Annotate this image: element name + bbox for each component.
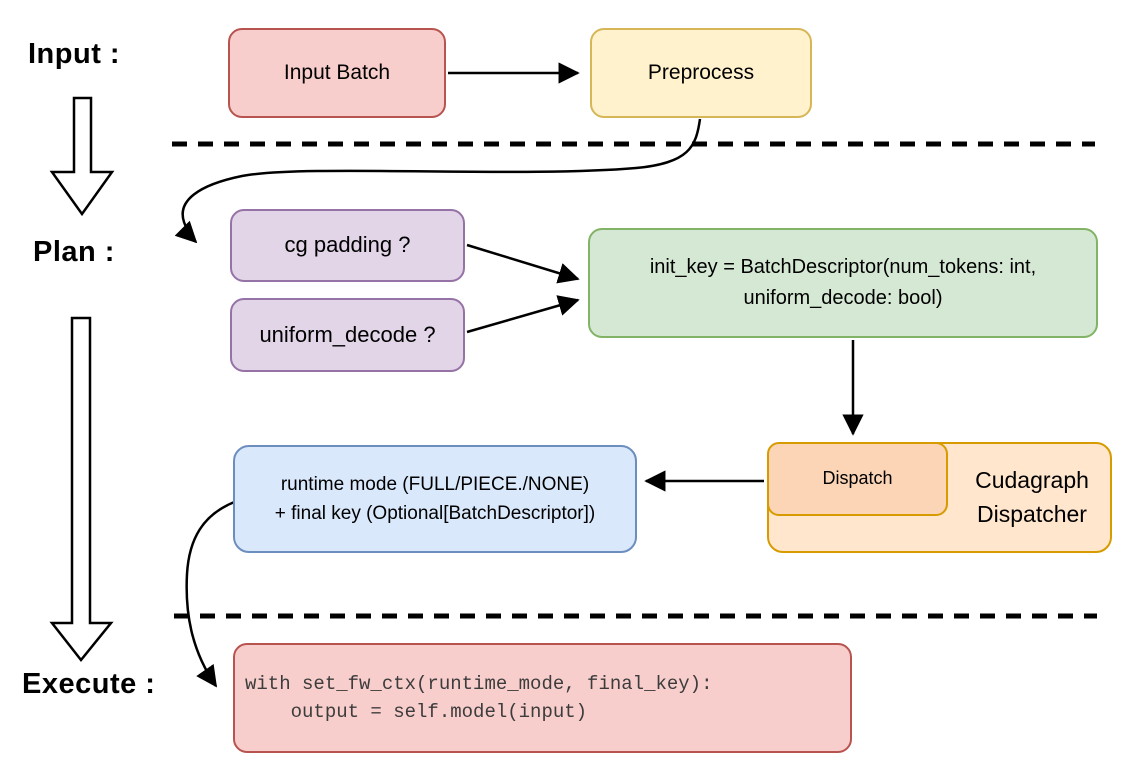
node-execute-code-line2: output = self.model(input)	[245, 701, 588, 723]
node-cudagraph-dispatcher-line2: Dispatcher	[977, 500, 1087, 527]
node-preprocess-label: Preprocess	[647, 60, 755, 84]
node-runtime-mode-line1: runtime mode (FULL/PIECE./NONE)	[280, 473, 590, 495]
node-uniform-decode: uniform_decode ?	[230, 298, 465, 372]
arrow-uniform-decode-to-init-key	[466, 295, 580, 334]
input-to-plan-arrow	[49, 96, 115, 217]
arrow-cg-padding-to-init-key	[466, 243, 580, 284]
curve-runtime-mode-to-execute-code	[185, 499, 238, 688]
node-input-batch-label: Input Batch	[283, 60, 391, 84]
node-execute-code: with set_fw_ctx(runtime_mode, final_key)…	[233, 643, 852, 753]
node-preprocess: Preprocess	[590, 28, 812, 118]
stage-label-plan: Plan :	[33, 236, 115, 268]
node-init-key: init_key = BatchDescriptor(num_tokens: i…	[588, 228, 1098, 338]
node-dispatch: Dispatch	[767, 442, 948, 516]
node-cudagraph-dispatcher-label: Cudagraph Dispatcher	[952, 444, 1112, 551]
node-cg-padding-label: cg padding ?	[284, 232, 411, 258]
node-cg-padding: cg padding ?	[230, 209, 465, 282]
node-input-batch: Input Batch	[228, 28, 446, 118]
plan-to-execute-arrow	[49, 316, 114, 663]
node-init-key-line2: uniform_decode: bool)	[743, 287, 943, 309]
node-cudagraph-dispatcher-line1: Cudagraph	[975, 467, 1089, 494]
node-uniform-decode-label: uniform_decode ?	[259, 321, 436, 347]
stage-label-execute: Execute :	[22, 668, 156, 700]
node-init-key-line1: init_key = BatchDescriptor(num_tokens: i…	[649, 256, 1037, 278]
node-runtime-mode: runtime mode (FULL/PIECE./NONE) + final …	[233, 445, 637, 553]
stage-label-input: Input :	[28, 38, 121, 70]
node-runtime-mode-line2: + final key (Optional[BatchDescriptor])	[274, 503, 596, 524]
node-dispatch-label: Dispatch	[822, 468, 893, 489]
curve-preprocess-to-cg-padding	[174, 118, 702, 244]
node-execute-code-line1: with set_fw_ctx(runtime_mode, final_key)…	[245, 672, 713, 695]
